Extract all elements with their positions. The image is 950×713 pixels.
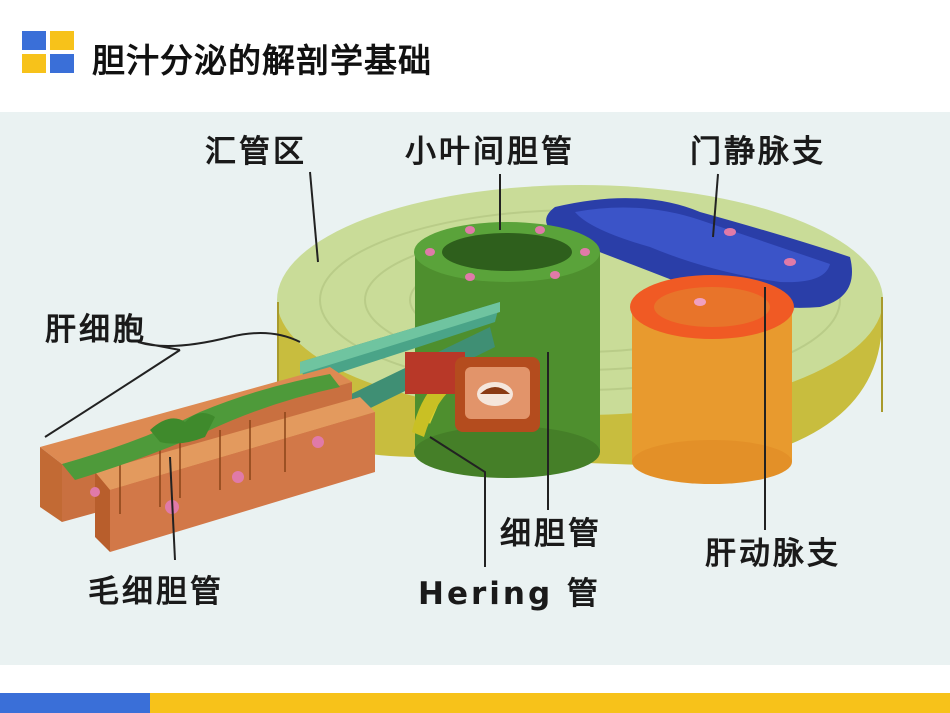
hering-canal: [405, 352, 540, 437]
label-maoxi-danguan: 毛细胆管: [88, 574, 224, 610]
leader-maoxi-danguan: [169, 456, 176, 561]
label-xiaoye-danguan: 小叶间胆管: [405, 134, 575, 170]
label-ganxibao: 肝细胞: [45, 312, 147, 348]
portal-vein-branch: [546, 198, 852, 308]
anatomy-diagram: 汇管区 小叶间胆管 门静脉支 肝细胞 细胆管 肝动脉支 毛细胆管 Hering …: [0, 112, 950, 665]
label-menjingmai: 门静脉支: [690, 134, 826, 170]
hepatic-artery-branch: [630, 275, 794, 484]
hepatocyte-plates: [40, 367, 375, 552]
label-xidanguan: 细胆管: [500, 516, 602, 552]
footer-bar-blue: [0, 693, 150, 713]
leader-huiguanqu: [309, 171, 319, 263]
leader-menjingmai: [712, 173, 719, 238]
leader-ganxibao: [44, 332, 301, 438]
label-huiguanqu: 汇管区: [205, 134, 307, 170]
title-logo-icon: [22, 31, 76, 75]
label-hering: Hering 管: [418, 576, 601, 612]
label-gandongmai: 肝动脉支: [705, 536, 841, 572]
interlobular-bile-duct: [414, 222, 600, 478]
footer-bar-yellow: [150, 693, 950, 713]
leader-hering: [429, 436, 486, 567]
page-title: 胆汁分泌的解剖学基础: [92, 41, 432, 80]
